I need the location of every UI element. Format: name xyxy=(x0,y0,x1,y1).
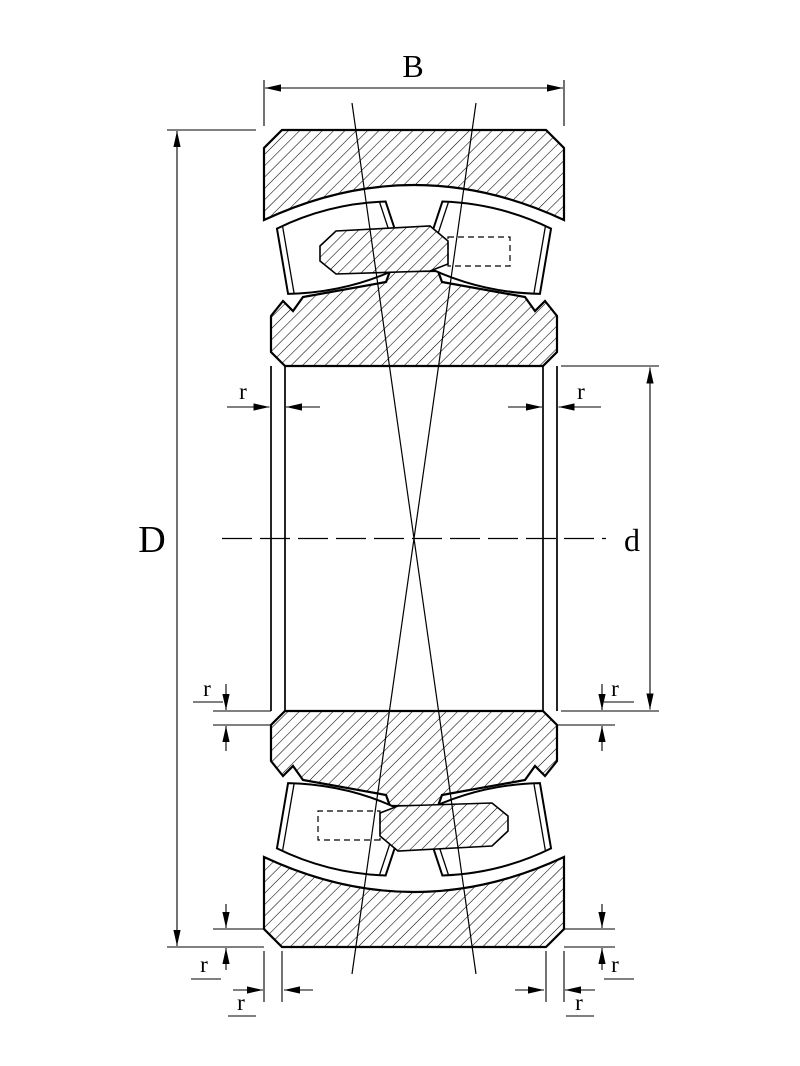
outer-ring-section xyxy=(262,128,566,222)
label-outer-diameter-D: D xyxy=(138,519,165,561)
dimension-r-mid-left: r xyxy=(193,676,271,751)
label-radius-r: r xyxy=(611,676,619,701)
dimension-r-mid-right: r xyxy=(557,676,634,751)
dimension-r-top-left: r xyxy=(227,379,320,411)
label-radius-r: r xyxy=(237,990,245,1015)
label-radius-r: r xyxy=(577,379,585,404)
label-radius-r: r xyxy=(575,990,583,1015)
dimension-r-bottom-horizontal-left: r xyxy=(228,951,313,1017)
roller-right xyxy=(420,200,553,295)
bearing-lower-section xyxy=(262,709,566,949)
label-radius-r: r xyxy=(200,952,208,977)
label-radius-r: r xyxy=(239,379,247,404)
dimension-r-top-right: r xyxy=(508,379,601,411)
dimension-B: B xyxy=(263,48,565,126)
dimension-d: d xyxy=(561,365,659,712)
dimension-r-bottom-right: r xyxy=(564,904,634,980)
cage-hidden-outline xyxy=(447,236,511,267)
label-radius-r: r xyxy=(203,676,211,701)
dimension-D: D xyxy=(138,129,264,948)
bearing-upper-section xyxy=(262,128,566,368)
contact-angle-lines xyxy=(351,102,477,975)
label-width-B: B xyxy=(402,48,423,84)
cage-section xyxy=(319,225,449,275)
label-bore-diameter-d: d xyxy=(624,522,640,558)
label-radius-r: r xyxy=(611,952,619,977)
dimension-r-bottom-left: r xyxy=(191,904,264,980)
dimension-r-bottom-horizontal-right: r xyxy=(515,951,595,1017)
